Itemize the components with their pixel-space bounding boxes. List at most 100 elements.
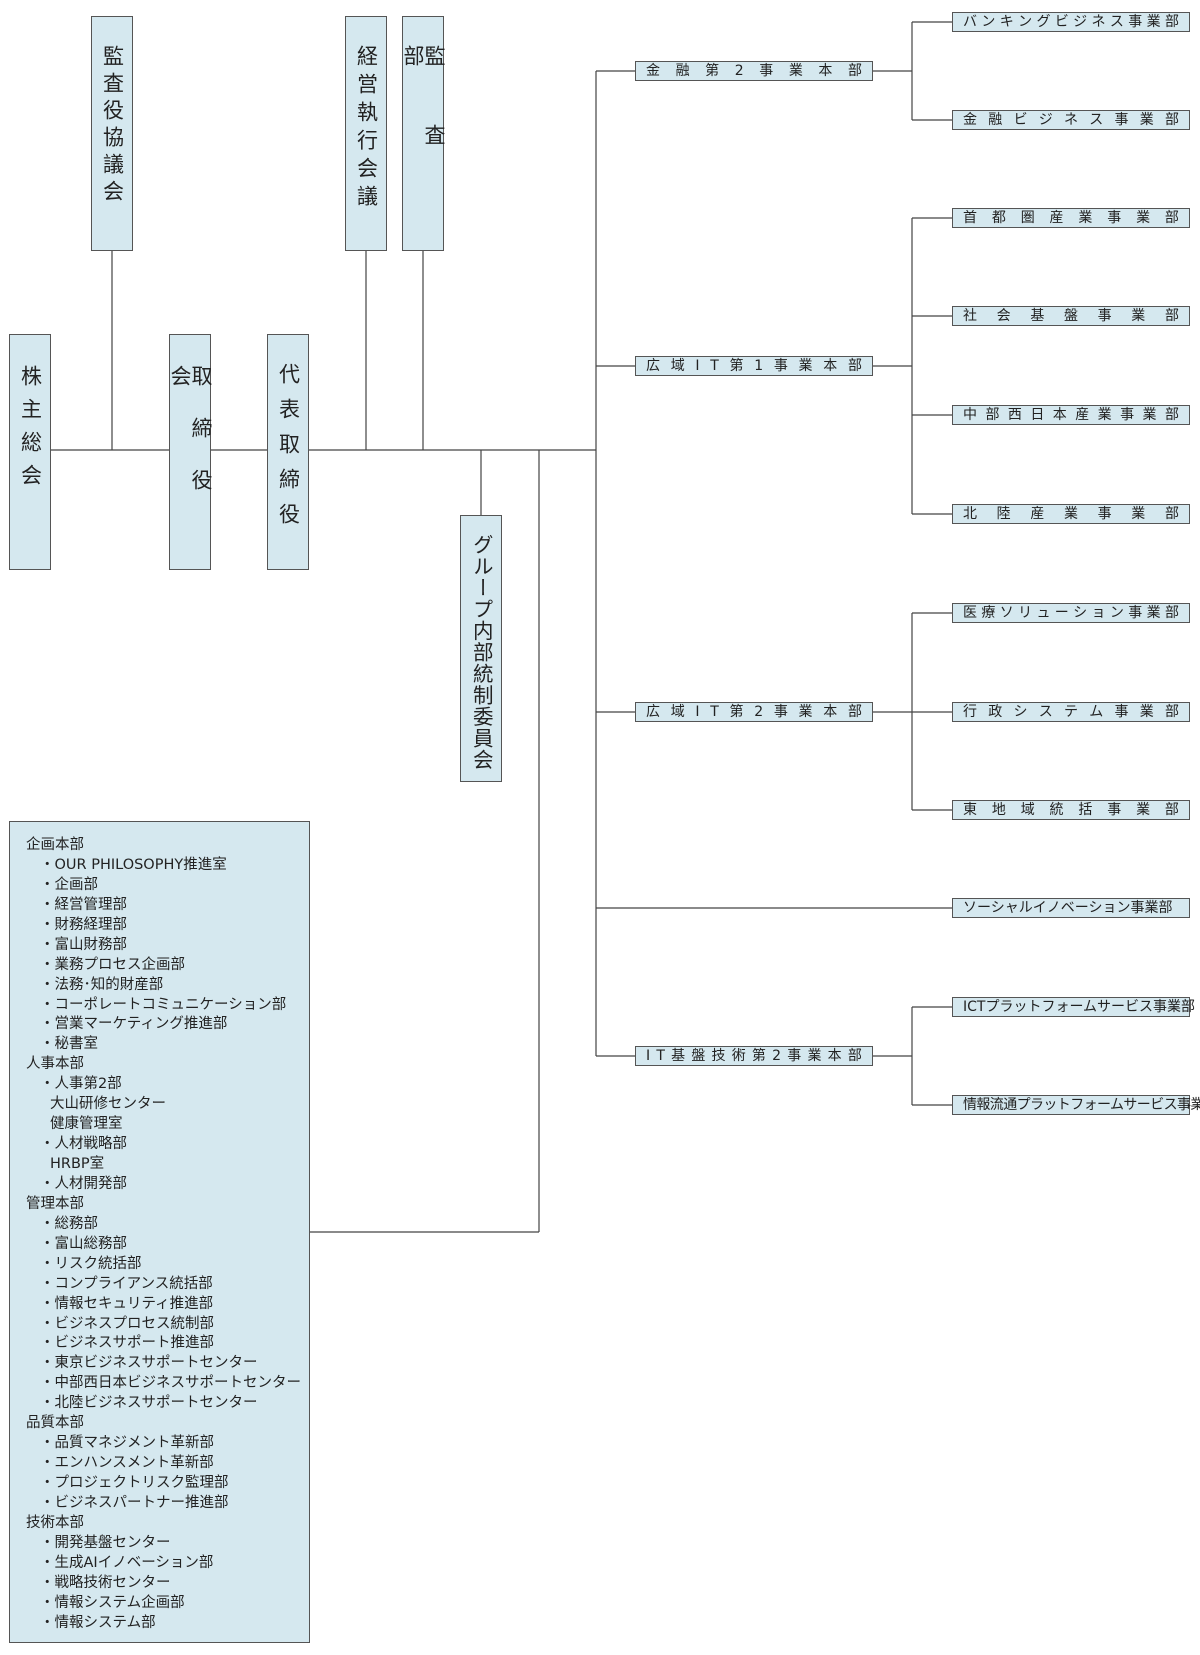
label-char: T [710, 704, 719, 720]
label-char: 金 [646, 63, 660, 79]
unit-healthcare-solution: 医療ソリューション事業部 [952, 603, 1190, 623]
headquarters-department: ・リスク統括部 [40, 1255, 142, 1272]
label-char: 部 [1165, 112, 1179, 128]
label-char: ン [1018, 14, 1033, 30]
label-char: 部 [1164, 605, 1179, 621]
label-char: 本 [827, 1048, 842, 1064]
label-char: 部 [847, 704, 862, 720]
label-char: 業 [1131, 506, 1146, 522]
management-council-label: 経営執行会議 [354, 45, 379, 213]
unit-ict-platform-service-label: ICTプラットフォームサービス事業部 [963, 999, 1196, 1015]
headquarters-department: ・エンハンスメント革新部 [40, 1455, 214, 1472]
label-char: T [656, 1048, 665, 1064]
headquarters-department: ・戦略技術センター [40, 1574, 171, 1591]
label-char: ン [981, 14, 996, 30]
headquarters-department: ・ビジネスパートナー推進部 [40, 1494, 229, 1511]
headquarters-department: ・情報セキュリティ推進部 [40, 1295, 214, 1312]
label-char: 部 [1164, 210, 1179, 226]
label-char: 事 [773, 704, 788, 720]
unit-finance-business: 金融ビジネス事業部 [952, 110, 1190, 130]
headquarters-department: ・情報システム企画部 [40, 1594, 185, 1611]
unit-banking-business: バンキングビジネス事業部 [952, 12, 1190, 32]
label-char: 広 [646, 704, 660, 720]
label-char: I [695, 704, 700, 720]
label-char: 基 [671, 1048, 686, 1064]
headquarters-department: ・経営管理部 [40, 896, 127, 913]
label-char: 広 [646, 358, 660, 374]
unit-east-region: 東地域統括事業部 [952, 800, 1190, 820]
label-char: 融 [675, 63, 690, 79]
label-char: 事 [1128, 605, 1143, 621]
label-char: 盤 [1063, 308, 1078, 324]
representative-director-label: 代表取締役 [276, 363, 301, 538]
label-char: 第 [729, 704, 744, 720]
label-char: 産 [1075, 407, 1090, 423]
label-char: 事 [1107, 210, 1122, 226]
label-char: 第 [729, 358, 744, 374]
board-of-directors-label: 取締役会 [168, 365, 213, 521]
label-char: 行 [963, 704, 977, 720]
label-char: 部 [847, 358, 862, 374]
label-char: 陸 [996, 506, 1011, 522]
label-char: 2 [754, 704, 764, 720]
label-char: 産 [1030, 506, 1045, 522]
label-char: ス [1109, 14, 1124, 30]
unit-social-infrastructure: 社会基盤事業部 [952, 306, 1190, 326]
audit-department-label: 監査部 [401, 45, 446, 203]
label-char: シ [1013, 704, 1028, 720]
label-char: シ [1073, 605, 1088, 621]
group-internal-control-label: グループ内部統制委員会 [469, 534, 494, 771]
label-char: 本 [823, 358, 838, 374]
headquarters-department: ・富山財務部 [40, 936, 127, 953]
headquarters-department: ・ビジネスプロセス統制部 [40, 1315, 214, 1332]
headquarters-department: 大山研修センター [50, 1096, 166, 1113]
label-char: 部 [847, 1048, 862, 1064]
label-char: 政 [988, 704, 1003, 720]
label-char: 第 [705, 63, 720, 79]
label-char: リ [1018, 605, 1033, 621]
label-char: 事 [1097, 308, 1112, 324]
label-char: 業 [1078, 210, 1093, 226]
headquarters-department: ・北陸ビジネスサポートセンター [40, 1395, 258, 1412]
headquarters-heading: 技術本部 [26, 1514, 84, 1531]
headquarters-department: ・ビジネスサポート推進部 [40, 1335, 214, 1352]
label-char: 首 [963, 210, 977, 226]
label-char: 都 [991, 210, 1006, 226]
label-char: 事 [759, 63, 774, 79]
label-char: 業 [1146, 605, 1161, 621]
label-char: 部 [1165, 704, 1179, 720]
headquarters-heading: 企画本部 [26, 837, 84, 853]
headquarters-department: ・コンプライアンス統括部 [40, 1275, 213, 1292]
label-char: 業 [798, 704, 813, 720]
headquarters-heading: 管理本部 [26, 1195, 84, 1212]
label-char: 事 [1107, 802, 1122, 818]
management-council-box: 経営執行会議 [345, 16, 387, 251]
label-char: ジ [1038, 112, 1053, 128]
label-char: 地 [991, 802, 1006, 818]
headquarters-department: ・品質マネジメント革新部 [40, 1435, 214, 1452]
label-char: 産 [1049, 210, 1064, 226]
label-char: 域 [1020, 802, 1035, 818]
label-char: ム [1089, 704, 1104, 720]
label-char: 業 [1136, 802, 1151, 818]
label-char: I [695, 358, 700, 374]
headquarters-department: ・生成AIイノベーション部 [40, 1554, 214, 1571]
unit-information-distribution-platform-label: 情報流通プラットフォームサービス事業部 [963, 1097, 1200, 1113]
label-char: テ [1064, 704, 1078, 720]
label-char: 業 [1139, 704, 1154, 720]
label-char: 事 [787, 1048, 802, 1064]
label-char: 事 [1097, 506, 1112, 522]
headquarters-department: ・富山総務部 [40, 1235, 127, 1252]
label-char: ス [1089, 112, 1104, 128]
label-char: T [710, 358, 719, 374]
unit-government-system: 行政システム事業部 [952, 702, 1190, 722]
headquarters-department: ・人材戦略部 [40, 1136, 127, 1153]
label-char: ビ [1013, 112, 1028, 128]
label-char: 業 [1097, 407, 1112, 423]
headquarters-department: ・人事第2部 [40, 1076, 122, 1093]
label-char: 事 [1120, 407, 1135, 423]
group-internal-control-box: グループ内部統制委員会 [460, 515, 502, 782]
label-char: 盤 [691, 1048, 706, 1064]
